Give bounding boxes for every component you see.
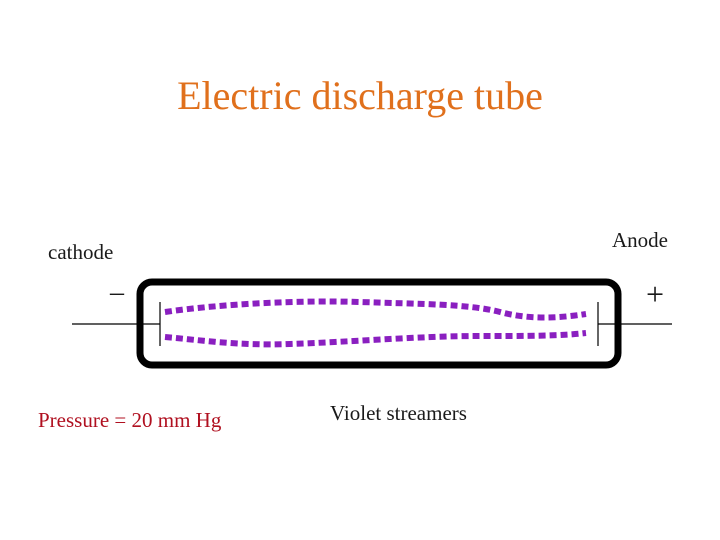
page-title: Electric discharge tube xyxy=(177,73,543,118)
upper-violet-streamer xyxy=(164,298,587,321)
lower-violet-streamer xyxy=(164,330,587,348)
cathode-sign: – xyxy=(109,277,125,308)
anode-sign: + xyxy=(646,276,664,312)
violet-streamers-label: Violet streamers xyxy=(330,401,467,425)
cathode-label: cathode xyxy=(48,240,114,264)
glass-tube xyxy=(136,278,622,369)
pressure-label: Pressure = 20 mm Hg xyxy=(38,408,222,432)
anode-label: Anode xyxy=(612,228,668,252)
